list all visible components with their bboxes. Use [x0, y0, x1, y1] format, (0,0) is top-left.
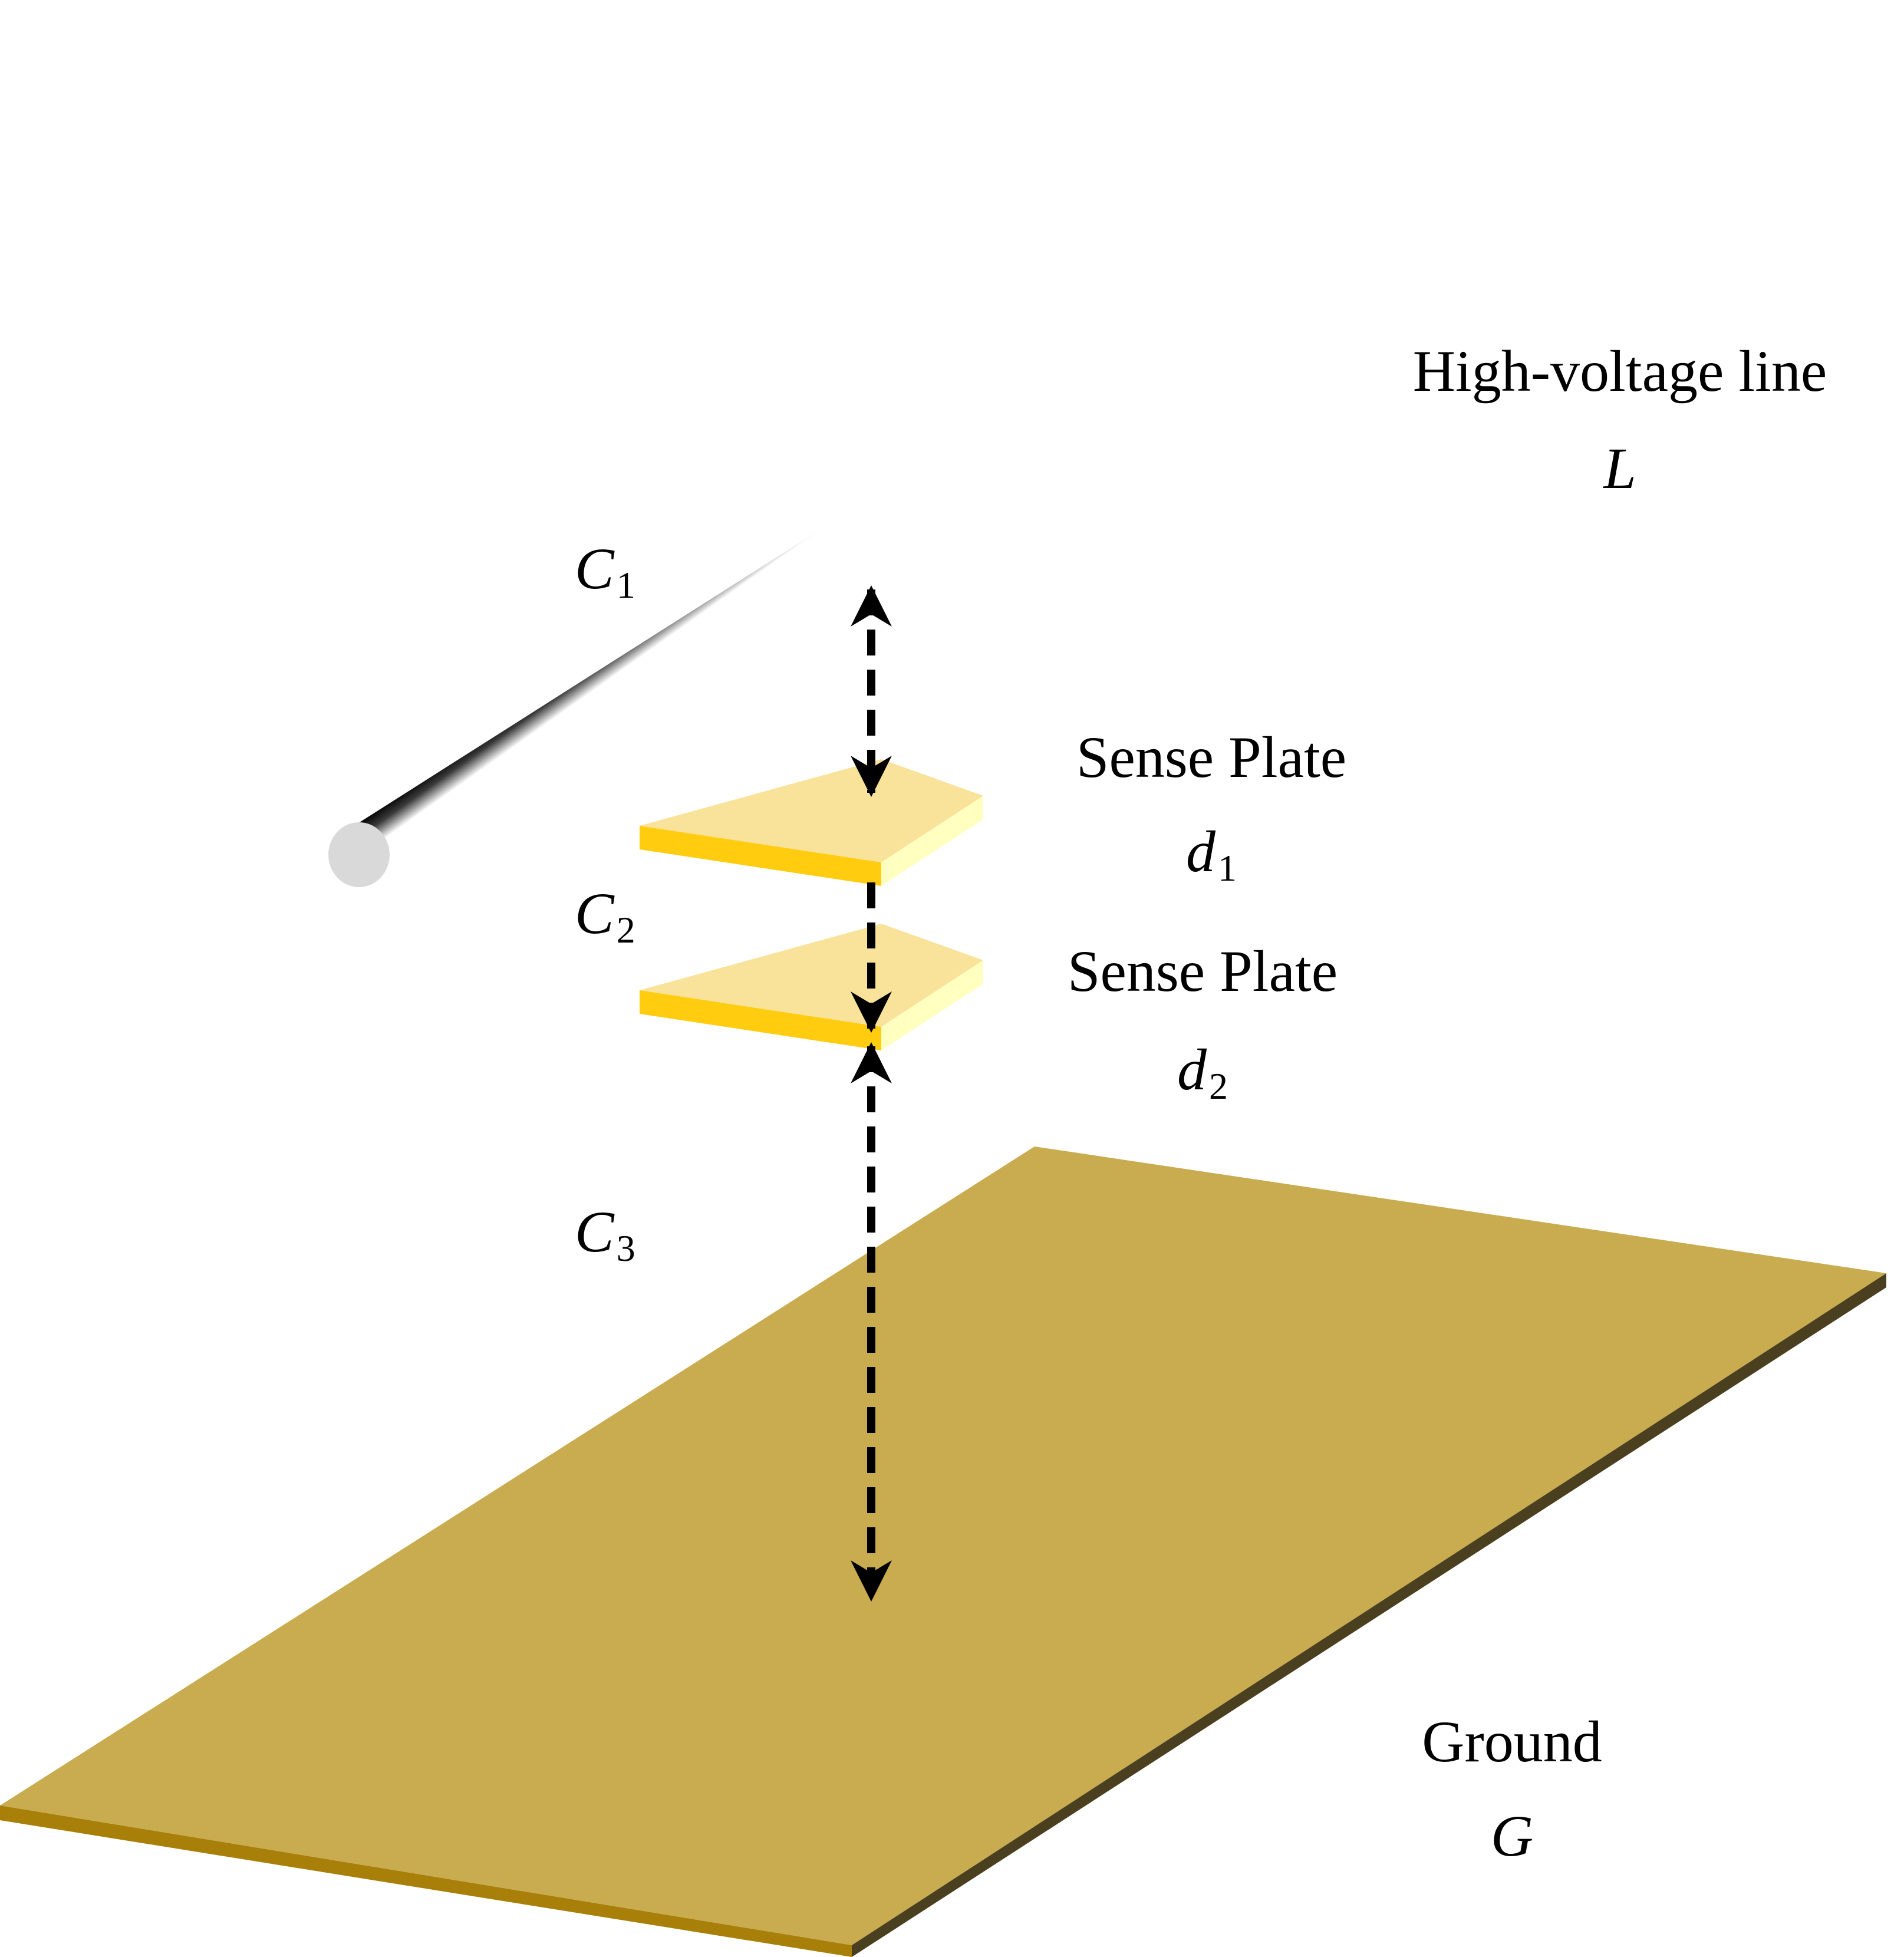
sense-plate-1-top: [640, 759, 983, 862]
ground-plane-side-edge: [852, 1273, 1886, 1957]
sense-plate-1-label: Sense Plate: [1076, 724, 1347, 790]
sense-plate-2-symbol-letter: d: [1177, 1037, 1207, 1102]
sense-plate-1: [640, 759, 983, 886]
high-voltage-line-end-cap: [328, 822, 390, 887]
ground-label: Ground: [1422, 1709, 1602, 1774]
ground-plane-top: [0, 1146, 1886, 1945]
sense-plate-1-symbol: d1: [1186, 822, 1237, 887]
sense-plate-1-front-edge: [640, 826, 881, 886]
ground-plane: [0, 1146, 1886, 1957]
c1-label: C1: [575, 539, 635, 604]
sense-plate-2-label: Sense Plate: [1067, 938, 1338, 1004]
sense-plate-2: [640, 924, 983, 1050]
c2-label: C2: [575, 884, 635, 949]
high-voltage-line-rod: [333, 7, 1679, 883]
sense-plate-2-side-edge: [881, 960, 983, 1050]
sense-plate-2-front-edge: [640, 990, 881, 1050]
sense-plate-2-top: [640, 924, 983, 1027]
c2-label-letter: C: [575, 881, 614, 946]
ground-plane-front-edge: [0, 1806, 852, 1957]
c3-label-letter: C: [575, 1199, 614, 1264]
sense-plate-1-symbol-subscript: 1: [1218, 847, 1237, 889]
high-voltage-line-symbol: L: [1603, 436, 1636, 501]
sense-plate-1-symbol-letter: d: [1186, 819, 1215, 884]
c1-label-letter: C: [575, 536, 614, 601]
sense-plate-1-side-edge: [881, 796, 983, 886]
c3-label-subscript: 3: [616, 1227, 635, 1269]
ground-symbol: G: [1490, 1803, 1534, 1869]
sense-plate-2-symbol: d2: [1177, 1040, 1228, 1105]
sense-plate-2-symbol-subscript: 2: [1209, 1065, 1228, 1107]
high-voltage-line-label: High-voltage line: [1412, 338, 1827, 404]
c1-label-subscript: 1: [616, 564, 635, 606]
c3-label: C3: [575, 1202, 635, 1267]
high-voltage-line: [328, 7, 1679, 887]
c2-label-subscript: 2: [616, 909, 635, 951]
